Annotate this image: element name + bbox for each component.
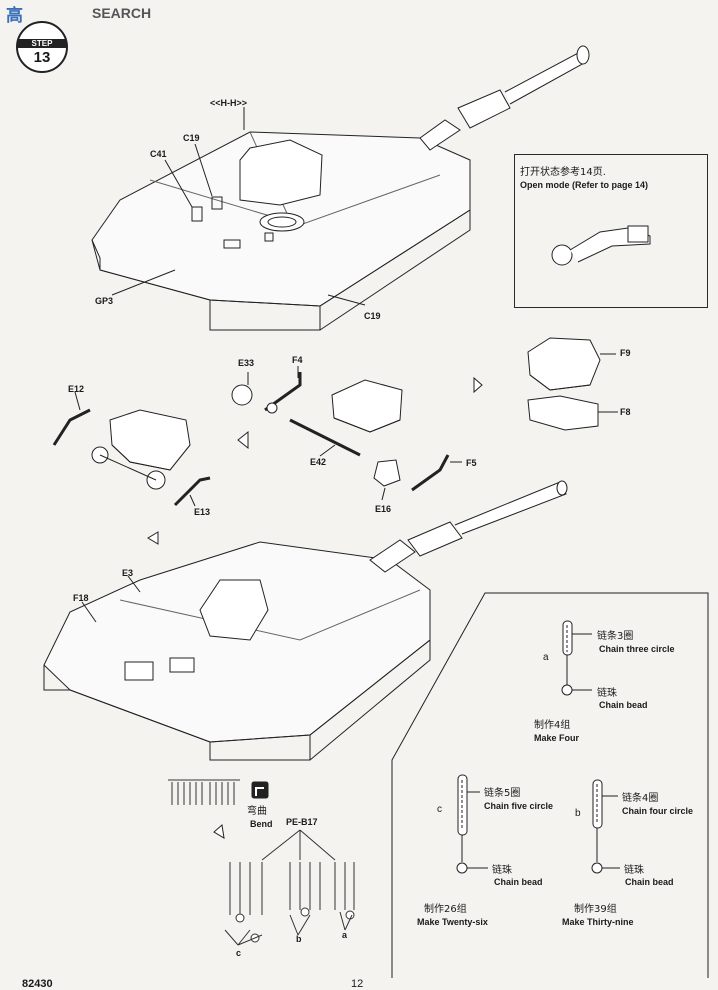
chain-a-make-cn: 制作4组	[534, 720, 571, 731]
label-c19-bottom: C19	[364, 311, 381, 321]
arrow-1	[473, 376, 483, 394]
chain-b-chain-en: Chain four circle	[622, 806, 694, 816]
sight-assembly-drawing	[52, 391, 211, 507]
chain-b-letter: b	[575, 808, 581, 819]
turret-bottom-drawing	[43, 480, 568, 761]
open-mode-en: Open mode (Refer to page 14)	[520, 180, 649, 190]
label-e42: E42	[310, 457, 327, 467]
label-f9: F9	[620, 348, 631, 358]
label-f8: F8	[620, 407, 631, 417]
label-c41: C41	[150, 149, 167, 159]
chain-b-chain-cn: 链条4圈	[622, 793, 659, 804]
chain-b-bead-cn: 链珠	[624, 865, 644, 876]
page-number: 12	[351, 978, 364, 990]
chain-a-chain-cn: 链条3圈	[597, 631, 634, 642]
watermark-logo: 高 SEARCH	[0, 0, 160, 26]
chain-c-bead-en: Chain bead	[494, 877, 543, 887]
hatch-box-drawing	[527, 337, 618, 431]
label-pe-a: a	[342, 930, 348, 940]
arrow-4	[213, 824, 225, 839]
chain-c-letter: c	[437, 804, 442, 815]
watermark-text: SEARCH	[92, 5, 152, 21]
chain-c-make-cn: 制作26组	[424, 904, 467, 915]
chain-c-drawing	[456, 774, 488, 874]
chain-b-drawing	[591, 779, 620, 874]
label-f4: F4	[292, 355, 303, 365]
label-pe-b: b	[296, 934, 302, 944]
chain-c-make-en: Make Twenty-six	[417, 917, 488, 927]
open-mode-drawing	[551, 225, 651, 266]
mantlet-parts-drawing	[231, 366, 462, 501]
chain-c-bead-cn: 链珠	[492, 865, 512, 876]
watermark-site: 高	[6, 6, 23, 26]
label-pe-b17: PE-B17	[286, 817, 318, 827]
open-mode-cn: 打开状态参考14页.	[520, 167, 606, 178]
label-e33: E33	[238, 358, 255, 368]
chain-c-chain-en: Chain five circle	[484, 801, 554, 811]
label-e12: E12	[68, 384, 85, 394]
chain-a-make-en: Make Four	[534, 733, 580, 743]
label-c19-top: C19	[183, 133, 200, 143]
label-e3: E3	[122, 568, 134, 578]
arrow-3	[147, 531, 159, 545]
pe-chain-groups	[224, 829, 355, 946]
label-f18: F18	[73, 593, 89, 603]
chain-c-chain-cn: 链条5圈	[484, 788, 521, 799]
open-mode-frame	[514, 154, 708, 308]
chain-panel-frame	[391, 592, 709, 978]
chain-b-make-cn: 制作39组	[574, 904, 617, 915]
label-gp3: GP3	[95, 296, 114, 306]
step-number: 13	[33, 49, 51, 66]
label-e13: E13	[194, 507, 211, 517]
bend-en: Bend	[250, 819, 273, 829]
bend-icon	[251, 781, 269, 799]
chain-a-bead-cn: 链珠	[597, 688, 617, 699]
chain-a-bead-en: Chain bead	[599, 700, 648, 710]
chain-a-drawing	[561, 620, 592, 696]
step-label: STEP	[18, 39, 66, 48]
chain-b-bead-en: Chain bead	[625, 877, 674, 887]
pe-fret-small	[168, 779, 240, 805]
chain-b-make-en: Make Thirty-nine	[562, 917, 634, 927]
label-e16: E16	[375, 504, 392, 514]
label-hh: <<H-H>>	[210, 98, 248, 108]
step-badge: STEP 13	[16, 21, 68, 73]
chain-a-chain-en: Chain three circle	[599, 644, 675, 654]
chain-a-letter: a	[543, 652, 549, 663]
label-f5: F5	[466, 458, 477, 468]
arrow-2	[237, 430, 249, 450]
turret-top-drawing	[91, 45, 590, 331]
label-pe-c: c	[236, 948, 242, 958]
page-code: 82430	[22, 978, 53, 990]
bend-cn: 弯曲	[247, 806, 267, 817]
